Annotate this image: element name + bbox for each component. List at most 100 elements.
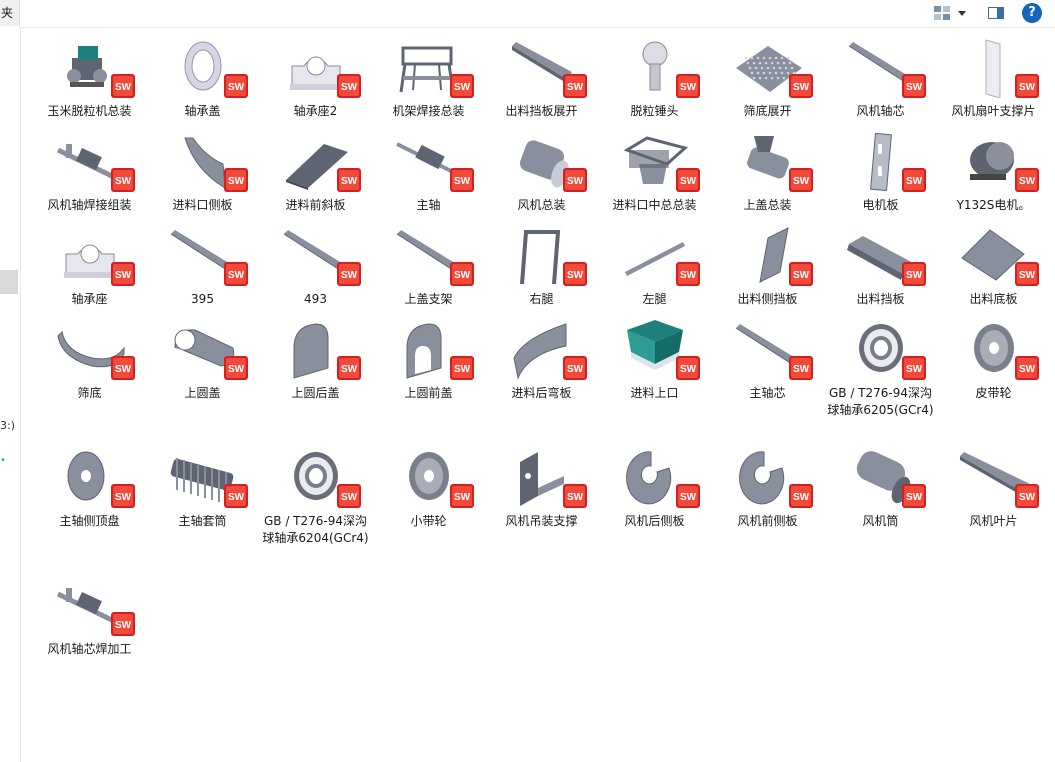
file-item[interactable]: SW 主轴侧顶盘 [33,444,146,530]
file-item[interactable]: SW Y132S电机。 [937,128,1050,214]
file-item[interactable]: SW 主轴 [372,128,485,214]
file-item[interactable]: SW 玉米脱粒机总装 [33,34,146,120]
file-item[interactable]: SW 风机筒 [824,444,937,530]
file-item[interactable]: SW 电机板 [824,128,937,214]
file-name: 风机轴焊接组装 [47,198,132,212]
file-item[interactable]: SW 风机吊装支撑 [485,444,598,530]
solidworks-badge-icon: SW [788,262,813,286]
svg-text:SW: SW [114,270,131,281]
solidworks-badge-icon: SW [1014,356,1039,380]
bent-plate-icon [512,323,566,380]
svg-text:SW: SW [905,270,922,281]
file-item[interactable]: SW 进料后弯板 [485,316,598,402]
svg-text:SW: SW [114,620,131,631]
file-item[interactable]: SW 上盖总装 [711,128,824,214]
file-item[interactable]: SW 进料口侧板 [146,128,259,214]
navigation-pane: 3:) • [0,27,21,762]
file-item[interactable]: SW 出料底板 [937,222,1050,308]
file-thumbnail: SW [502,316,587,380]
solidworks-badge-icon: SW [901,262,926,286]
svg-text:SW: SW [679,270,696,281]
file-item[interactable]: SW 右腿 [485,222,598,308]
file-item[interactable]: SW 风机轴芯焊加工 [33,572,146,658]
file-item[interactable]: SW 进料口中总总装 [598,128,711,214]
svg-text:SW: SW [566,176,583,187]
file-item[interactable]: SW 493 [259,222,372,308]
file-item[interactable]: SW 出料挡板展开 [485,34,598,120]
help-icon[interactable]: ? [1022,3,1042,23]
solidworks-badge-icon: SW [901,484,926,508]
file-item[interactable]: SW 风机前侧板 [711,444,824,530]
file-item[interactable]: SW 上圆后盖 [259,316,372,402]
file-item[interactable]: SW 风机总装 [485,128,598,214]
file-thumbnail: SW [50,572,135,636]
svg-text:SW: SW [114,364,131,375]
solidworks-badge-icon: SW [110,356,135,380]
trough-icon [56,330,124,368]
svg-text:SW: SW [227,364,244,375]
file-item[interactable]: SW 主轴芯 [711,316,824,402]
file-item[interactable]: SW 上圆盖 [146,316,259,402]
file-item[interactable]: SW 主轴套筒 [146,444,259,530]
file-item[interactable]: SW 小带轮 [372,444,485,530]
file-item[interactable]: SW 风机轴芯 [824,34,937,120]
file-thumbnail: SW [50,222,135,286]
chevron-down-icon[interactable] [955,4,969,22]
file-item[interactable]: SW 风机轴焊接组装 [33,128,146,214]
file-item[interactable]: SW 机架焊接总装 [372,34,485,120]
file-item[interactable]: SW 出料侧挡板 [711,222,824,308]
file-name: 轴承座2 [293,104,338,118]
file-item[interactable]: SW 皮带轮 [937,316,1050,402]
file-item[interactable]: SW 筛底 [33,316,146,402]
file-thumbnail: SW [50,34,135,98]
thin-rod-icon [624,242,685,276]
rod-icon [735,324,802,369]
file-thumbnail: SW [615,444,700,508]
solidworks-badge-icon: SW [336,168,361,192]
file-item[interactable]: SW 轴承座 [33,222,146,308]
svg-text:SW: SW [905,82,922,93]
file-name: 395 [191,292,214,306]
nav-selected-item[interactable] [0,270,18,294]
file-item[interactable]: SW GB / T276-94深沟球轴承6205(GCr4) [824,316,937,419]
svg-text:SW: SW [792,364,809,375]
file-item[interactable]: SW 上盖支架 [372,222,485,308]
file-item[interactable]: SW GB / T276-94深沟球轴承6204(GCr4) [259,444,372,547]
window-tab-fragment[interactable]: 夹 [0,0,20,26]
file-name: 进料口中总总装 [612,198,697,212]
svg-text:SW: SW [340,492,357,503]
file-item[interactable]: SW 风机扇叶支撑片 [937,34,1050,120]
file-item[interactable]: SW 脱粒锤头 [598,34,711,120]
file-item[interactable]: SW 轴承座2 [259,34,372,120]
nav-item-fragment-2[interactable]: • [0,455,6,466]
file-item[interactable]: SW 进料上口 [598,316,711,402]
solidworks-badge-icon: SW [223,168,248,192]
shaft-assembly-icon [56,144,117,181]
funnel-icon [626,320,683,370]
file-item[interactable]: SW 上圆前盖 [372,316,485,402]
file-item[interactable]: SW 进料前斜板 [259,128,372,214]
angle-channel-icon [846,236,915,280]
file-item[interactable]: SW 左腿 [598,222,711,308]
nav-item-fragment[interactable]: 3:) [0,419,15,432]
preview-pane-icon[interactable] [987,4,1005,22]
rod-icon [396,230,463,275]
solidworks-badge-icon: SW [336,484,361,508]
c-disc-icon [625,451,671,505]
file-item[interactable]: SW 出料挡板 [824,222,937,308]
file-thumbnail: SW [841,34,926,98]
file-item[interactable]: SW 风机叶片 [937,444,1050,530]
file-item[interactable]: SW 筛底展开 [711,34,824,120]
file-item[interactable]: SW 轴承盖 [146,34,259,120]
view-options-icon[interactable] [933,4,951,22]
file-item[interactable]: SW 395 [146,222,259,308]
file-thumbnail: SW [276,34,361,98]
file-name: 进料上口 [630,386,679,400]
arch-hole-plate-icon [406,323,441,379]
half-cylinder-icon [174,329,234,367]
file-name: 风机轴芯 [856,104,905,118]
file-name: GB / T276-94深沟球轴承6205(GCr4) [827,386,934,417]
file-name: 机架焊接总装 [392,104,465,118]
file-item[interactable]: SW 风机后侧板 [598,444,711,530]
solidworks-badge-icon: SW [788,168,813,192]
